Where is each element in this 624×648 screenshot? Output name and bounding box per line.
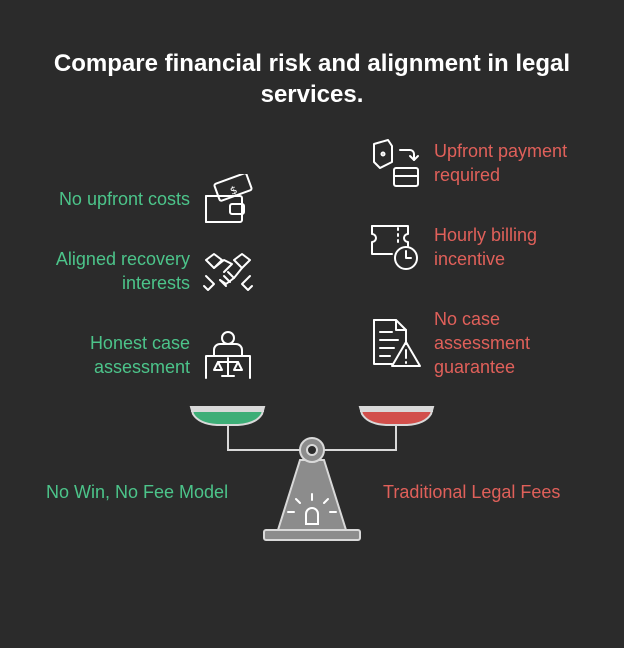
left-model-label: No Win, No Fee Model [46, 482, 229, 502]
svg-text:$: $ [228, 183, 239, 198]
payment-transfer-icon [370, 138, 422, 190]
left-item-aligned-recovery: Aligned recovery interests [55, 249, 190, 293]
right-model-label: Traditional Legal Fees [383, 482, 561, 502]
right-item-no-guarantee: No case assessment guarantee [434, 309, 531, 377]
left-item-honest-assessment: Honest case assessment [89, 333, 190, 377]
judge-scales-icon [204, 330, 252, 382]
handshake-icon [202, 246, 254, 298]
right-item-upfront-payment: Upfront payment required [434, 141, 568, 185]
page-title: Compare financial risk and alignment in … [53, 50, 571, 108]
document-warning-icon [370, 318, 422, 370]
ticket-clock-icon [370, 222, 422, 274]
green-pan [189, 406, 266, 426]
red-pan [358, 406, 435, 426]
right-item-hourly-billing: Hourly billing incentive [434, 225, 538, 269]
left-item-no-upfront-costs: No upfront costs [58, 189, 190, 209]
wallet-money-icon: $ [202, 174, 254, 226]
